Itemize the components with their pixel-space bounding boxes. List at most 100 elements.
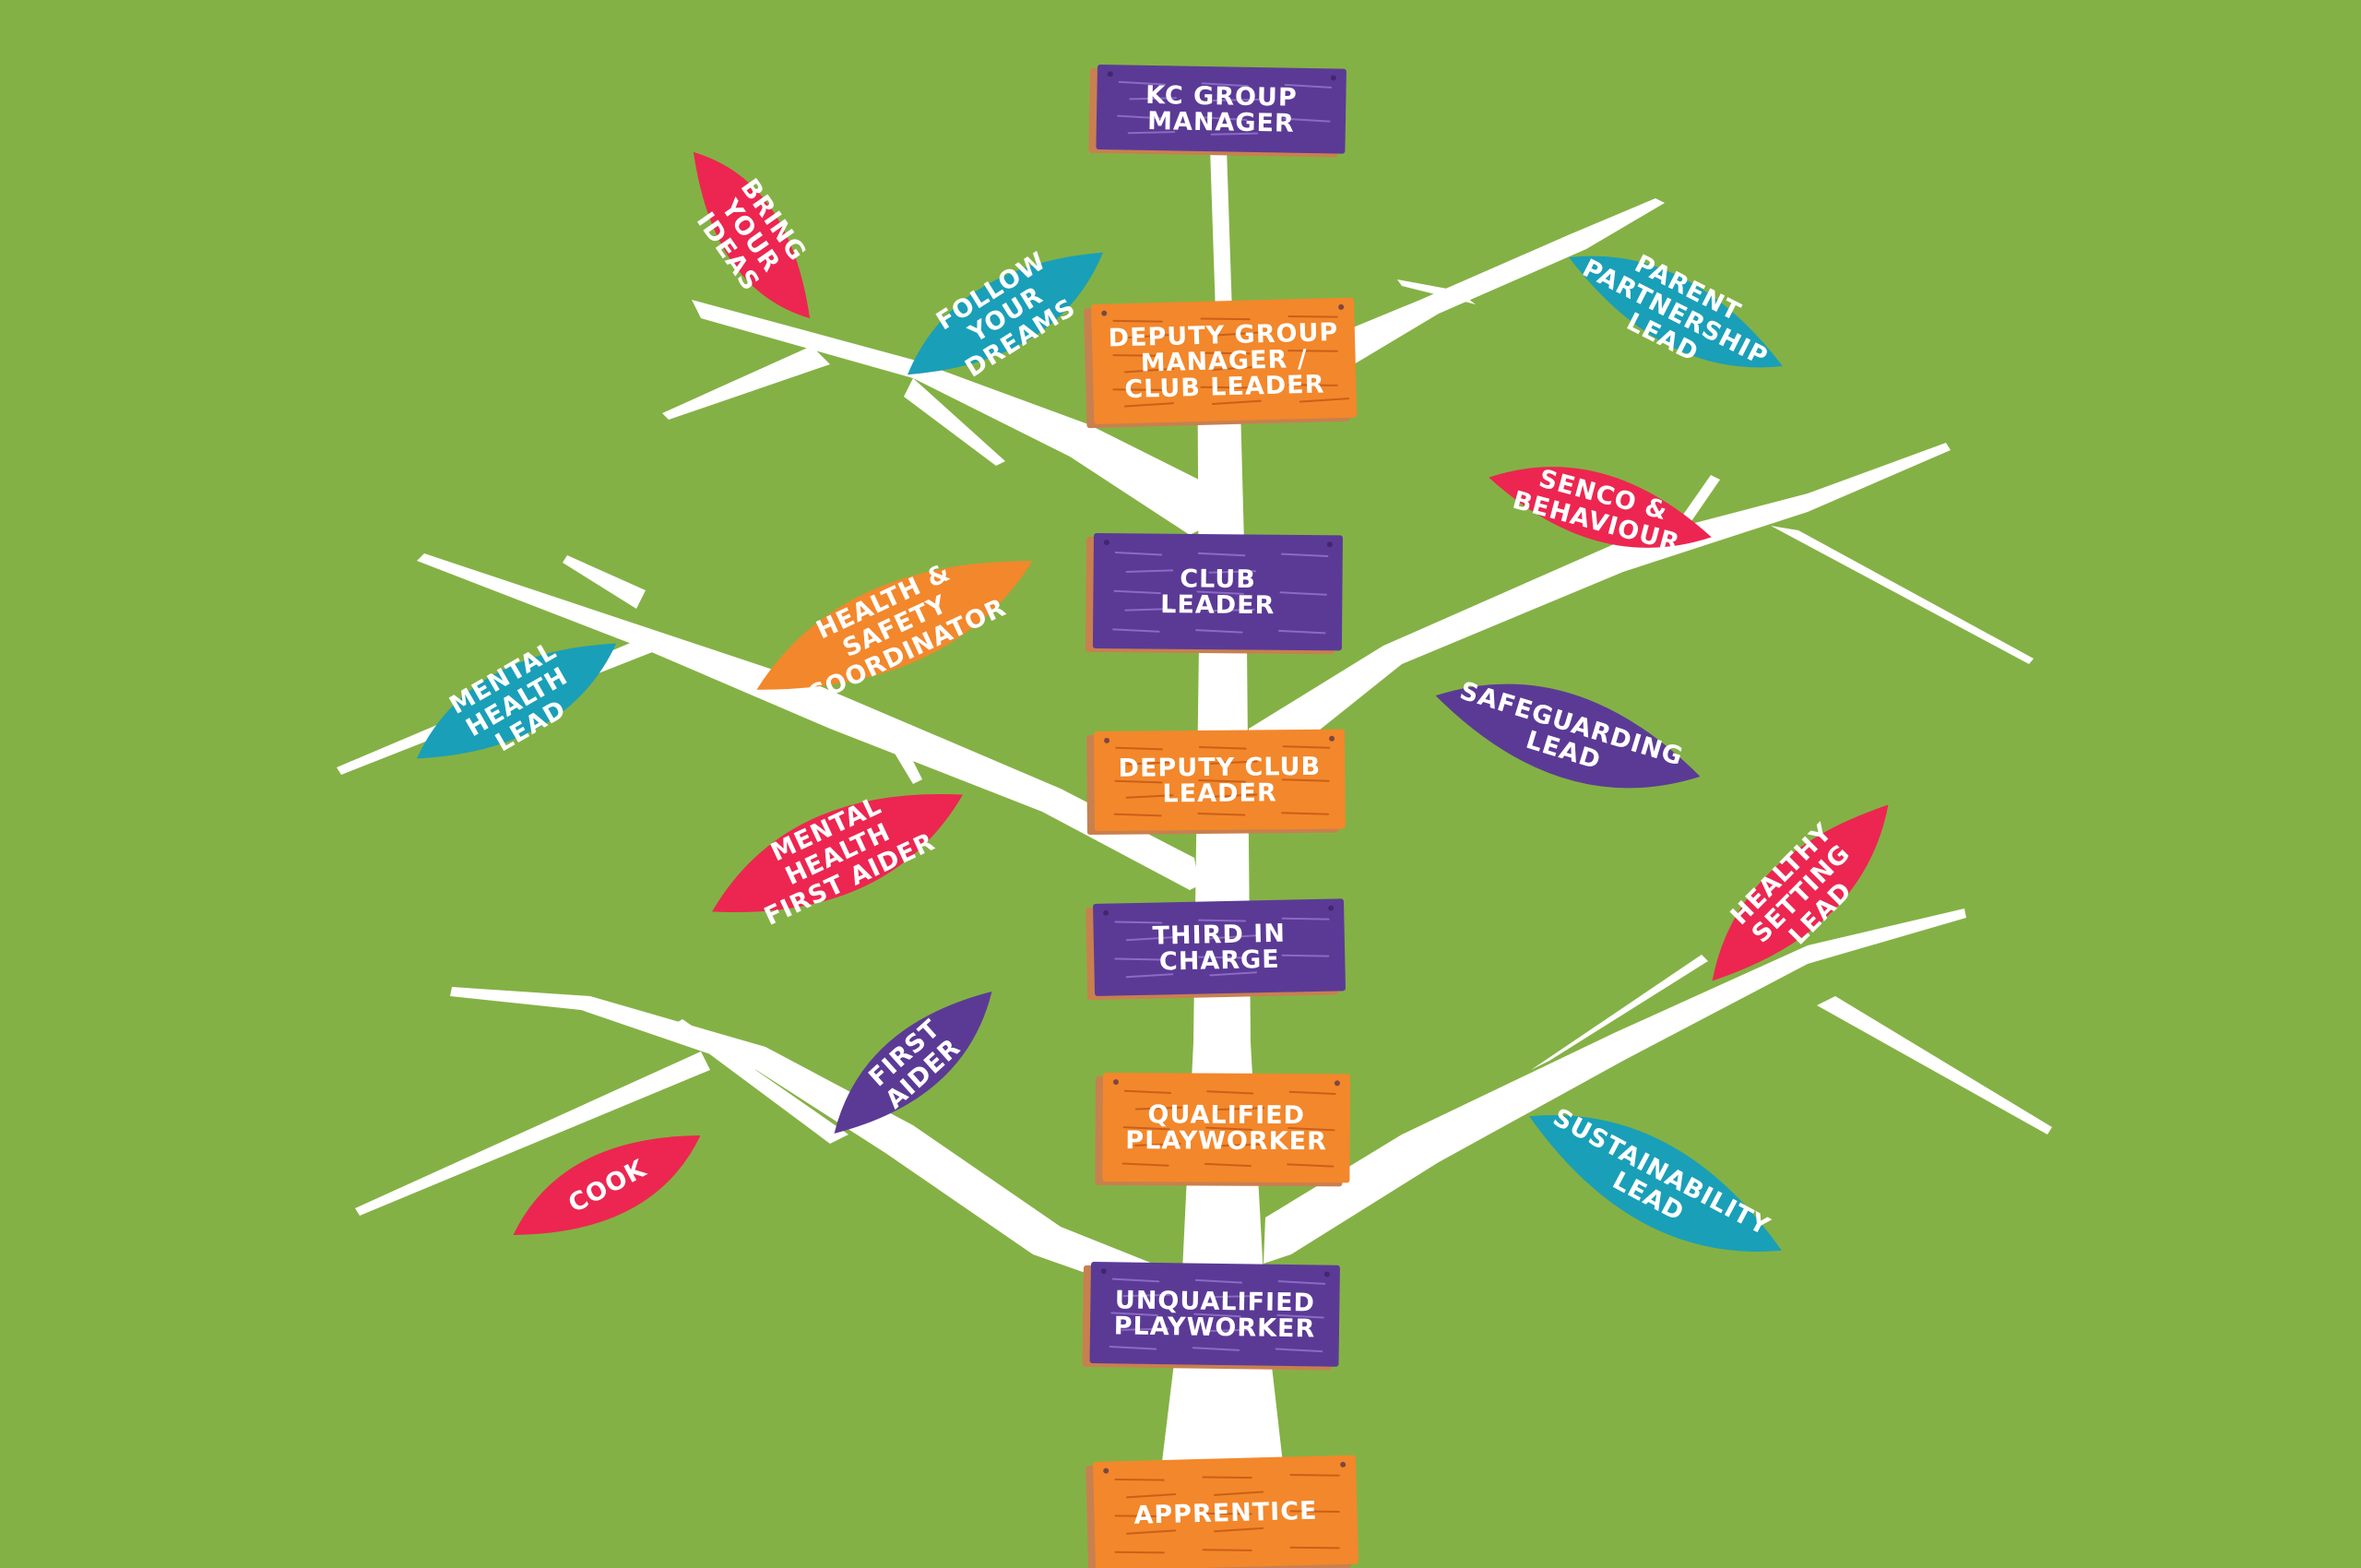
wood-grain xyxy=(1114,1515,1165,1518)
leaf-icon xyxy=(834,992,992,1134)
sign-board xyxy=(1091,297,1358,424)
wood-grain xyxy=(1122,1293,1171,1298)
leaf-label: BRINGYOURIDEAS xyxy=(689,173,812,298)
wood-grain xyxy=(1211,331,1263,337)
wood-grain xyxy=(1113,589,1161,595)
wood-grain xyxy=(1110,1312,1158,1317)
leaf-label: HEALTH &SAFETYCOORDINATOR xyxy=(780,543,1011,710)
wood-grain xyxy=(1197,956,1246,959)
sign-label-line: CLUB LEADER xyxy=(1124,370,1325,404)
wood-grain xyxy=(1210,132,1259,136)
sign-label-line: MANAGER xyxy=(1147,107,1295,138)
wood-grain xyxy=(1209,934,1258,940)
sign-label: KC GROUPMANAGER xyxy=(1145,81,1298,138)
nail-icon xyxy=(1323,1271,1330,1277)
wood-grain xyxy=(1198,745,1247,750)
wood-grain xyxy=(1209,760,1258,765)
wood-grain xyxy=(1216,1143,1264,1147)
leaf-icon xyxy=(693,151,811,319)
wood-grain xyxy=(1112,354,1163,357)
sign-label: THIRD INCHARGE xyxy=(1152,920,1287,977)
leaf-icon xyxy=(1712,804,1889,981)
leaf-icon xyxy=(1529,1115,1782,1252)
wood-grain xyxy=(1287,1127,1335,1132)
wood-grain xyxy=(1114,921,1163,924)
nail-icon xyxy=(1103,909,1109,916)
nail-icon xyxy=(1334,1080,1340,1087)
sign-kc-group-manager: KC GROUPMANAGER xyxy=(1088,65,1347,158)
wood-grain xyxy=(1121,1327,1169,1331)
wood-grain xyxy=(1287,1163,1335,1168)
wood-grain xyxy=(1214,1526,1264,1533)
sign-label-line: QUALIFIED xyxy=(1147,1100,1305,1130)
nail-icon xyxy=(1329,735,1335,742)
nail-icon xyxy=(1112,1079,1119,1086)
wood-grain xyxy=(1123,367,1175,374)
wood-grain xyxy=(1114,957,1163,961)
wood-grain xyxy=(1114,779,1163,784)
nail-icon xyxy=(1107,71,1113,77)
wood-grain xyxy=(1192,1347,1240,1351)
wood-grain xyxy=(1288,1090,1336,1095)
nail-icon xyxy=(1101,310,1108,316)
signs-layer: KC GROUPMANAGER DEPUTY GROUPMANAGER /CLU… xyxy=(1082,65,1358,1568)
wood-grain xyxy=(1122,1126,1170,1131)
nail-icon xyxy=(1100,1268,1107,1275)
wood-grain xyxy=(1289,1474,1340,1477)
wood-grain xyxy=(1121,1162,1169,1167)
wood-grain xyxy=(1112,628,1160,633)
sign-label-line: PLAYWORKER xyxy=(1114,1312,1316,1343)
wood-grain xyxy=(1283,117,1331,123)
wood-grain xyxy=(1213,1491,1264,1496)
wood-grain xyxy=(1200,351,1251,355)
leaf-bring-your-ideas: BRINGYOURIDEAS xyxy=(689,151,812,319)
wood-grain xyxy=(1280,552,1329,558)
wood-grain xyxy=(1201,82,1250,88)
wood-grain xyxy=(1123,402,1175,408)
leaf-icon xyxy=(1435,683,1701,789)
nail-icon xyxy=(1328,905,1335,911)
nail-icon xyxy=(1340,1461,1347,1467)
wood-grain xyxy=(1114,1550,1165,1554)
leaf-icon xyxy=(513,1135,701,1235)
wood-grain xyxy=(1275,1348,1323,1353)
wood-grain xyxy=(1202,1549,1252,1551)
sign-unqualified-playworker: UNQUALIFIEDPLAYWORKER xyxy=(1082,1262,1340,1371)
sign-label: APPRENTICE xyxy=(1133,1497,1318,1530)
wood-grain xyxy=(1123,333,1175,339)
wood-grain xyxy=(1109,1345,1157,1350)
sign-label-line: CHARGE xyxy=(1159,945,1280,977)
sign-apprentice: APPRENTICE xyxy=(1086,1455,1358,1568)
wood-grain xyxy=(1211,365,1263,371)
sign-label-line: PLAYWORKER xyxy=(1125,1126,1327,1156)
wood-grain xyxy=(1279,591,1327,596)
wood-grain xyxy=(1200,386,1251,389)
wood-grain xyxy=(1205,1295,1253,1299)
wood-grain xyxy=(1281,917,1330,921)
wood-grain xyxy=(1287,384,1338,386)
nail-icon xyxy=(1338,303,1345,310)
sign-label-line: LEADER xyxy=(1162,778,1276,808)
sign-label-line: DEPUTY GROUP xyxy=(1108,318,1338,353)
wood-grain xyxy=(1125,794,1174,799)
wood-grain xyxy=(1209,971,1258,977)
wood-grain xyxy=(1287,315,1338,318)
sign-label-line: MANAGER / xyxy=(1140,345,1308,378)
wood-grain xyxy=(1196,590,1244,595)
wood-grain xyxy=(1112,388,1163,391)
wood-grain xyxy=(1200,116,1248,122)
nail-icon xyxy=(1104,737,1110,743)
leaf-icon xyxy=(712,793,963,913)
wood-grain xyxy=(1277,1280,1326,1285)
leaf-health-safety-coordinator: HEALTH &SAFETYCOORDINATOR xyxy=(756,543,1033,710)
leaf-icon xyxy=(756,561,1033,690)
wood-grain xyxy=(1217,1107,1265,1111)
leaf-icon xyxy=(1569,255,1783,368)
wood-grain xyxy=(1126,1529,1177,1535)
wood-grain xyxy=(1289,1510,1340,1514)
wood-grain xyxy=(1202,1512,1252,1515)
sign-label-line: THIRD IN xyxy=(1152,920,1286,951)
